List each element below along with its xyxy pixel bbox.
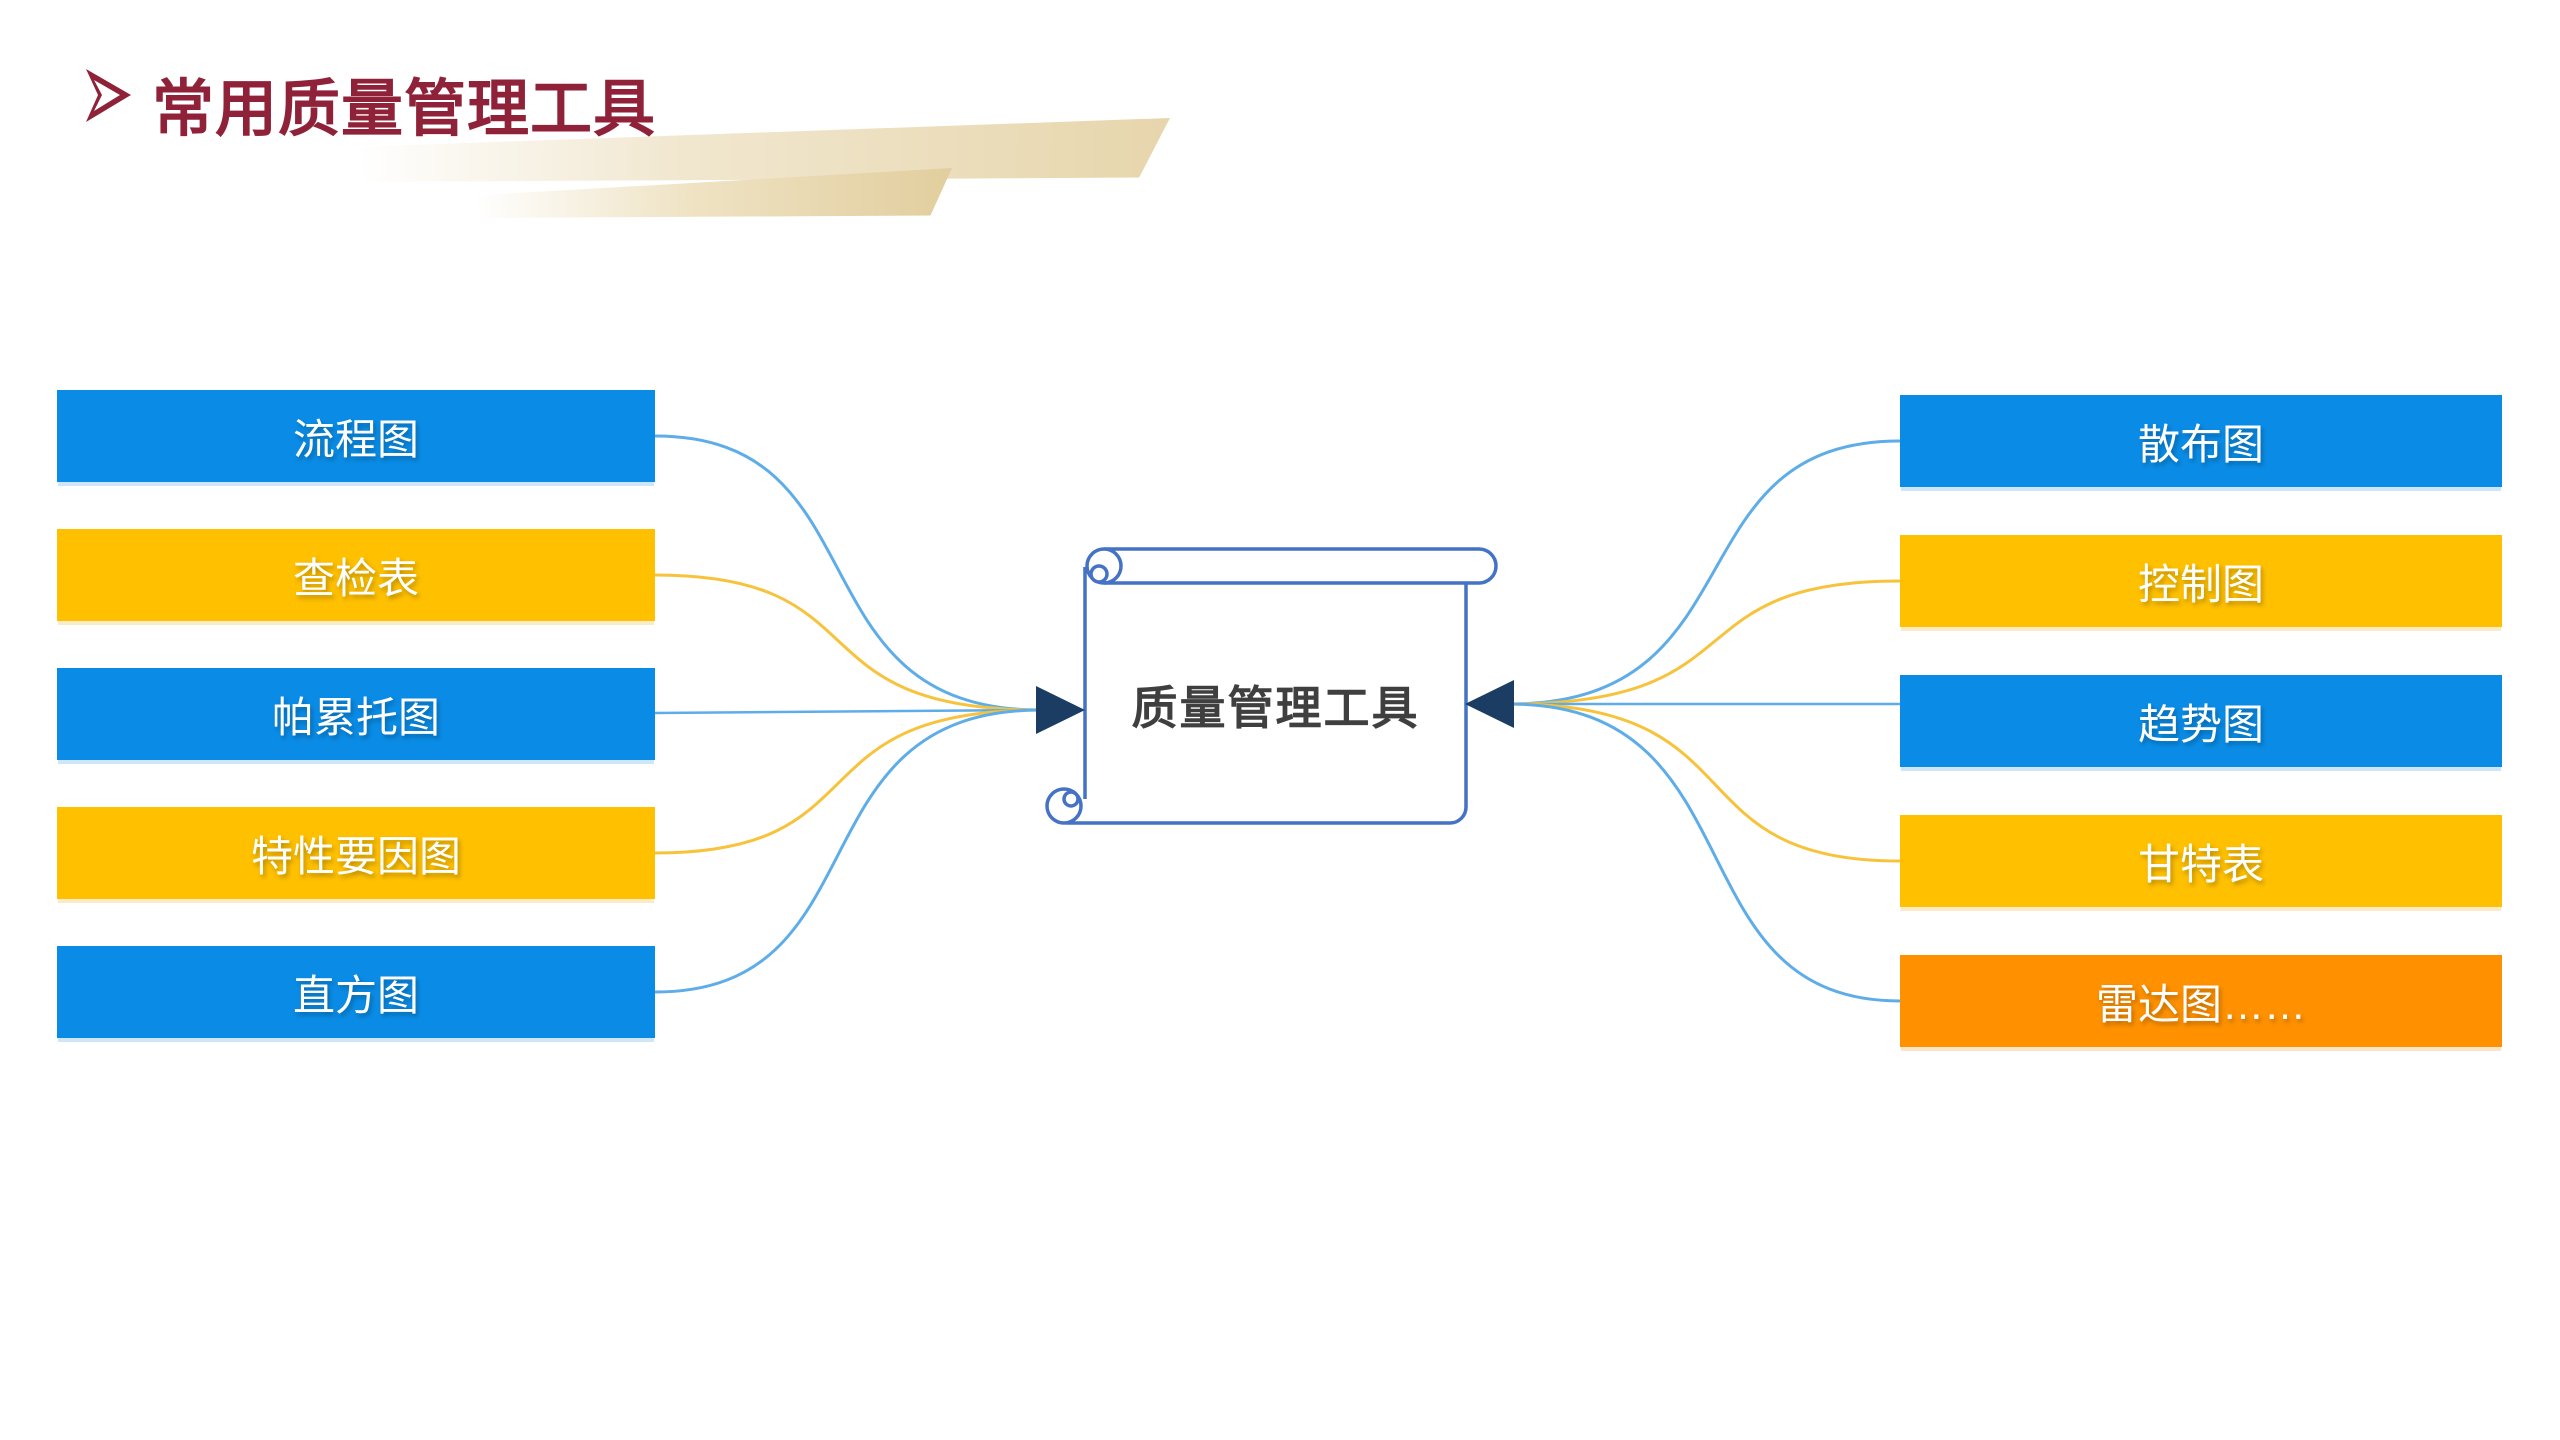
page-title: 常用质量管理工具 xyxy=(152,75,657,144)
tool-box-cause-effect-diagram[interactable]: 特性要因图 xyxy=(57,807,655,899)
tool-box-label: 控制图 xyxy=(2137,560,2264,608)
tool-box-check-sheet[interactable]: 查检表 xyxy=(57,529,655,621)
connector-left-check-sheet xyxy=(653,573,1042,712)
scroll-top-roll xyxy=(1104,547,1498,585)
center-node-label[interactable]: 质量管理工具 xyxy=(1131,682,1420,734)
tool-box-label: 帕累托图 xyxy=(271,693,440,741)
tool-box-histogram[interactable]: 直方图 xyxy=(57,946,655,1038)
connector-right-scatter-diagram xyxy=(1508,439,1902,706)
connector-right-control-chart xyxy=(1508,579,1902,706)
tool-box-label: 趋势图 xyxy=(2137,700,2264,748)
right-arrowhead-icon xyxy=(1465,680,1514,728)
tool-box-label: 特性要因图 xyxy=(250,832,461,880)
tool-box-gantt-table[interactable]: 甘特表 xyxy=(1900,815,2502,907)
connector-right-gantt-table xyxy=(1508,702,1902,863)
connector-left-pareto-chart xyxy=(653,708,1042,715)
tool-box-label: 散布图 xyxy=(2137,420,2264,468)
tool-box-label: 流程图 xyxy=(292,415,419,463)
tool-box-label: 直方图 xyxy=(292,971,419,1019)
tool-box-label: 甘特表 xyxy=(2137,840,2264,888)
scroll-bottom-curl-notch xyxy=(1062,790,1080,808)
left-arrowhead-icon xyxy=(1036,686,1085,734)
tool-box-label: 查检表 xyxy=(292,554,419,602)
scroll-body-fill xyxy=(1066,566,1466,823)
tool-box-control-chart[interactable]: 控制图 xyxy=(1900,535,2502,627)
tool-box-label: 雷达图…… xyxy=(2095,980,2306,1028)
scroll-body-outline xyxy=(1066,567,1468,825)
connector-right-radar-chart xyxy=(1508,702,1902,1003)
tool-box-scatter-diagram[interactable]: 散布图 xyxy=(1900,395,2502,487)
center-scroll-shape[interactable] xyxy=(1045,547,1498,825)
connector-left-cause-effect-diagram xyxy=(653,708,1042,855)
connector-left-flowchart xyxy=(653,434,1042,712)
connector-left-histogram xyxy=(653,708,1042,994)
tool-box-trend-chart[interactable]: 趋势图 xyxy=(1900,675,2502,767)
scroll-top-curl-notch xyxy=(1089,564,1109,584)
tool-box-pareto-chart[interactable]: 帕累托图 xyxy=(57,668,655,760)
title-bullet-arrow-icon xyxy=(86,69,131,122)
tool-box-flowchart[interactable]: 流程图 xyxy=(57,390,655,482)
tool-box-radar-chart[interactable]: 雷达图…… xyxy=(1900,955,2502,1047)
